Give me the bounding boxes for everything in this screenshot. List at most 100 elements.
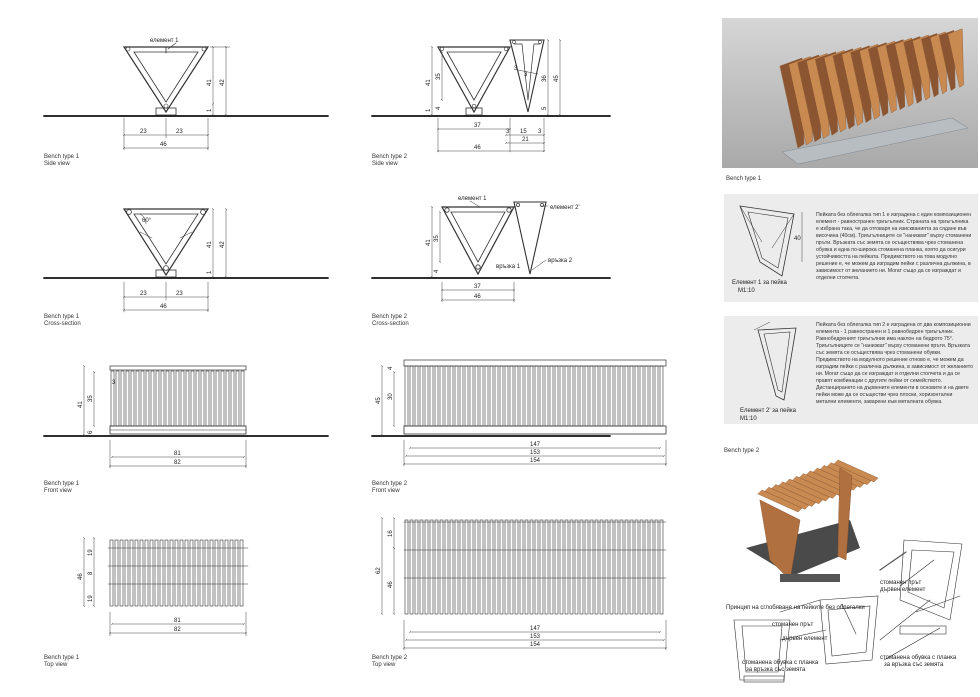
front-slat bbox=[165, 370, 170, 427]
front-slat bbox=[549, 365, 554, 427]
top-slat bbox=[239, 539, 244, 607]
top-slat bbox=[579, 519, 584, 615]
front-slat bbox=[130, 370, 135, 427]
element1-sketch: 40 bbox=[739, 205, 803, 277]
svg-text:37: 37 bbox=[474, 284, 481, 290]
svg-text:45: 45 bbox=[376, 397, 382, 404]
top-slat bbox=[649, 519, 654, 615]
front-slat bbox=[230, 370, 235, 427]
label-element1: елемент 1 bbox=[150, 38, 179, 44]
top-slat bbox=[484, 519, 489, 615]
front-slat bbox=[225, 370, 230, 427]
front-slat bbox=[604, 365, 609, 427]
svg-text:37: 37 bbox=[474, 123, 481, 129]
svg-text:81: 81 bbox=[174, 618, 181, 624]
top-slat bbox=[634, 519, 639, 615]
svg-text:4: 4 bbox=[434, 269, 440, 273]
caption-b1-front: Bench type 1 bbox=[44, 481, 80, 487]
svg-text:41: 41 bbox=[78, 401, 84, 408]
front-slat bbox=[449, 365, 454, 427]
front-slat bbox=[649, 365, 654, 427]
top-slat bbox=[654, 519, 659, 615]
svg-text:41: 41 bbox=[207, 241, 213, 248]
caption-b1-cross: Bench type 1 bbox=[44, 314, 80, 320]
front-slat bbox=[539, 365, 544, 427]
bench1-side-view: елемент 1 41 42 1 23 23 46 Bench type 1 … bbox=[43, 38, 329, 167]
top-slat bbox=[539, 519, 544, 615]
top-slat bbox=[124, 539, 129, 607]
front-slat bbox=[514, 365, 519, 427]
svg-text:стоманен прът: стоманен прът bbox=[880, 580, 921, 586]
front-slat bbox=[469, 365, 474, 427]
front-slat bbox=[624, 365, 629, 427]
svg-text:Side view: Side view bbox=[44, 161, 70, 167]
front-slat bbox=[215, 370, 220, 427]
top-slat bbox=[434, 519, 439, 615]
svg-text:дървен елемент: дървен елемент bbox=[880, 587, 926, 593]
svg-text:41: 41 bbox=[426, 239, 432, 246]
top-slat bbox=[414, 519, 419, 615]
front-slat bbox=[629, 365, 634, 427]
top-slat bbox=[229, 539, 234, 607]
caption-b2-front: Bench type 2 bbox=[372, 481, 408, 487]
front-slat bbox=[185, 370, 190, 427]
svg-text:5: 5 bbox=[542, 106, 548, 110]
front-slat bbox=[564, 365, 569, 427]
front-slat bbox=[559, 365, 564, 427]
front-slat bbox=[235, 370, 240, 427]
top-slat bbox=[139, 539, 144, 607]
front-slat bbox=[200, 370, 205, 427]
svg-text:40: 40 bbox=[794, 236, 801, 242]
svg-text:дървен елемент: дървен елемент bbox=[782, 636, 828, 642]
panel1-title: Елемент 1 за пейка bbox=[732, 280, 787, 286]
exploded-labels: Принцип на сглобяване на пейките без обл… bbox=[726, 580, 957, 673]
caption-b2-top: Bench type 2 bbox=[372, 655, 408, 661]
svg-text:1: 1 bbox=[207, 270, 213, 274]
top-slat bbox=[574, 519, 579, 615]
render-bench1: Bench type 1 bbox=[722, 18, 978, 182]
front-slat bbox=[489, 365, 494, 427]
bench2-side-view: 41 35 4 1 45 36 5 3 3 37 3 15 3 21 46 Be… bbox=[371, 39, 611, 167]
front-slat bbox=[140, 370, 145, 427]
svg-text:4: 4 bbox=[388, 366, 394, 370]
front-slat bbox=[584, 365, 589, 427]
top-slat bbox=[149, 539, 154, 607]
svg-text:връзка 1: връзка 1 bbox=[496, 264, 521, 270]
svg-text:41: 41 bbox=[207, 79, 213, 86]
front-slat bbox=[639, 365, 644, 427]
svg-text:42: 42 bbox=[220, 79, 226, 86]
svg-text:23: 23 bbox=[140, 291, 147, 297]
bench1-cross-section: 60° 41 42 1 23 23 46 Bench type 1 Cross-… bbox=[43, 208, 329, 327]
front-slat bbox=[160, 370, 165, 427]
top-slat bbox=[639, 519, 644, 615]
bench1-render-slats bbox=[779, 28, 964, 149]
front-slat bbox=[190, 370, 195, 427]
top-slat bbox=[204, 539, 209, 607]
svg-text:19: 19 bbox=[88, 549, 94, 556]
front-slat bbox=[509, 365, 514, 427]
top-slat bbox=[534, 519, 539, 615]
top-slat bbox=[109, 539, 114, 607]
front-slat bbox=[409, 365, 414, 427]
top-slat bbox=[584, 519, 589, 615]
svg-text:стоманена обувка с планка: стоманена обувка с планка bbox=[880, 655, 957, 661]
front-slat bbox=[594, 365, 599, 427]
caption-render1: Bench type 1 bbox=[726, 176, 762, 182]
svg-text:46: 46 bbox=[78, 573, 84, 580]
svg-text:23: 23 bbox=[176, 129, 183, 135]
front-slat bbox=[494, 365, 499, 427]
svg-text:Cross-section: Cross-section bbox=[372, 321, 409, 327]
front-slat bbox=[414, 365, 419, 427]
bench2-front-view: 45 30 4 147 153 154 Bench type 2 Front v… bbox=[371, 359, 667, 494]
top-slat bbox=[494, 519, 499, 615]
front-slat bbox=[499, 365, 504, 427]
front-slat bbox=[120, 370, 125, 427]
svg-text:4: 4 bbox=[436, 106, 442, 110]
top-slat bbox=[609, 519, 614, 615]
svg-text:за връзка със земята: за връзка със земята bbox=[746, 667, 806, 673]
svg-text:Front view: Front view bbox=[372, 488, 400, 494]
top-slat bbox=[214, 539, 219, 607]
top-slat bbox=[614, 519, 619, 615]
svg-text:60°: 60° bbox=[142, 218, 152, 224]
